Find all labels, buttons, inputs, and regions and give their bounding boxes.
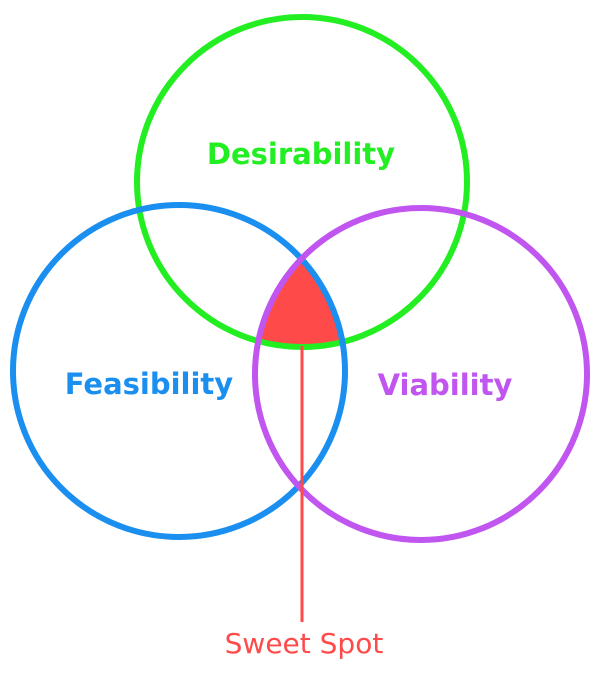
feasibility-circle xyxy=(10,202,348,540)
sweet-spot-region xyxy=(260,262,342,350)
viability-circle xyxy=(252,205,590,543)
desirability-label: Desirability xyxy=(207,137,395,171)
viability-label: Viability xyxy=(378,368,513,402)
sweet-spot-label: Sweet Spot xyxy=(225,627,384,660)
feasibility-label: Feasibility xyxy=(65,367,234,401)
